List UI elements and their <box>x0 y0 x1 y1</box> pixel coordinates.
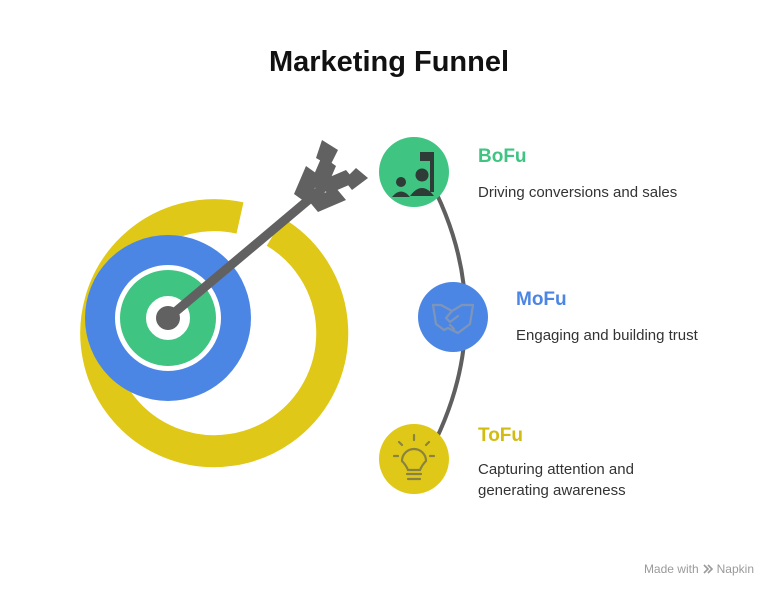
target-graphic <box>80 199 349 468</box>
watermark-prefix: Made with <box>643 562 699 576</box>
page-title: Marketing Funnel <box>268 46 510 78</box>
watermark-brand: Napkin <box>716 562 754 576</box>
arrow-graphic <box>156 140 368 330</box>
made-with-napkin-watermark[interactable]: Made with Napkin <box>644 562 754 576</box>
stage-name-bofu: BoFu <box>478 146 527 167</box>
stage-name-mofu: MoFu <box>516 289 567 310</box>
stage-description-mofu: Engaging and building trust <box>516 327 698 344</box>
lightbulb-icon <box>392 433 436 481</box>
mofu-badge <box>418 282 488 352</box>
team-flag-icon <box>392 152 434 197</box>
arrow-fletching <box>294 140 368 212</box>
stage-name-tofu: ToFu <box>478 425 524 446</box>
mofu-circle <box>418 282 488 352</box>
tofu-badge <box>379 424 449 494</box>
arrow-tip <box>156 306 180 330</box>
target-inner-ring <box>120 270 216 366</box>
stage-description-tofu: Capturing attention and generating aware… <box>478 461 634 499</box>
bofu-circle <box>379 137 449 207</box>
bofu-badge <box>379 137 449 207</box>
napkin-logo-icon <box>703 564 713 574</box>
tofu-circle <box>379 424 449 494</box>
handshake-icon <box>431 303 475 335</box>
stage-description-bofu: Driving conversions and sales <box>478 184 678 201</box>
arrow-shaft <box>163 181 330 323</box>
target-middle-ring <box>85 235 251 401</box>
